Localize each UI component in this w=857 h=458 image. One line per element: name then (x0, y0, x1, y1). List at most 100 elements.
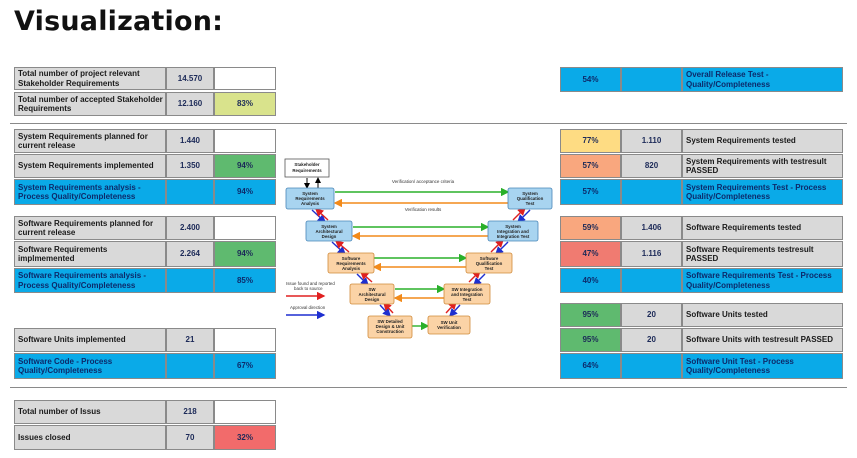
approval-arrow (379, 304, 391, 318)
sys-req-box: System Requirements Analysis (285, 187, 335, 210)
sw-req-planned-label: Software Requirements planned for curren… (14, 216, 166, 240)
svg-text:System: System (505, 224, 521, 229)
issues-total-pct (214, 400, 276, 424)
legend-issue-label: Issue found and reported (286, 281, 335, 286)
svg-text:Architectural: Architectural (315, 229, 342, 234)
sw-req-implemented-value: 2.264 (166, 241, 214, 267)
sw-req-tested-label: Software Requirements tested (682, 216, 843, 240)
sw-req-test-quality-label: Software Requirements Test - Process Qua… (682, 268, 843, 293)
issue-arrow (383, 301, 394, 314)
v-model-diagram: Verification/ acceptance criteria Verifi… (284, 158, 553, 339)
sw-int-box: SW Integration and Integration Test (443, 283, 491, 305)
sw-req-implemented-pct: 94% (214, 241, 276, 267)
sw-req-analysis-quality-label: Software Requirements analysis - Process… (14, 268, 166, 293)
approval-arrow (517, 209, 531, 223)
issue-arrow (314, 208, 329, 221)
approval-arrow (356, 273, 369, 286)
svg-text:Qualification: Qualification (517, 196, 544, 201)
svg-text:Test: Test (463, 297, 472, 302)
sys-req-passed-value: 820 (621, 154, 682, 178)
svg-text:Construction: Construction (376, 329, 404, 334)
sw-units-implemented-value: 21 (166, 328, 214, 352)
sw-units-passed-pct: 95% (560, 328, 621, 352)
sw-code-quality-pct: 67% (214, 353, 276, 379)
svg-text:Verification: Verification (437, 325, 461, 330)
overall-release-test-label: Overall Release Test - Quality/Completen… (682, 67, 843, 92)
svg-text:Software: Software (480, 256, 499, 261)
sw-req-implemented-label: Software Requirements implmemented (14, 241, 166, 267)
svg-text:Analysis: Analysis (301, 201, 320, 206)
sw-units-tested-label: Software Units tested (682, 303, 843, 327)
sw-req-analysis-quality-value (166, 268, 214, 293)
sw-req-tested-pct: 59% (560, 216, 621, 240)
sw-units-implemented-label: Software Units implemented (14, 328, 166, 352)
svg-text:Requirements: Requirements (336, 261, 366, 266)
overall-release-test-pct: 54% (560, 67, 621, 92)
svg-text:SW Detailed: SW Detailed (377, 319, 403, 324)
approval-arrow (449, 304, 461, 318)
svg-text:System: System (321, 224, 337, 229)
svg-text:Analysis: Analysis (342, 266, 361, 271)
issue-arrow (490, 239, 504, 253)
sys-req-tested-value: 1.110 (621, 129, 682, 153)
svg-text:Requirements: Requirements (295, 196, 325, 201)
sw-unit-test-quality-value (621, 353, 682, 379)
svg-text:Requirements: Requirements (292, 168, 322, 173)
sw-req-passed-value: 1.116 (621, 241, 682, 267)
stakeholder-req-total-label: Total number of project relevant Stakeho… (14, 67, 166, 90)
sys-req-tested-label: System Requirements tested (682, 129, 843, 153)
sys-req-implemented-value: 1.350 (166, 154, 214, 178)
svg-text:Test: Test (526, 201, 535, 206)
sw-req-planned-pct (214, 216, 276, 240)
row-separator (10, 387, 847, 388)
page-title: Visualization: (14, 6, 224, 37)
issues-total-label: Total number of Issus (14, 400, 166, 424)
sys-req-test-quality-value (621, 179, 682, 205)
svg-text:Qualification: Qualification (476, 261, 503, 266)
sys-qual-box: System Qualification Test (507, 187, 553, 210)
issue-arrow (512, 207, 526, 221)
stakeholder-req-accepted-pct: 83% (214, 92, 276, 116)
svg-text:Software: Software (342, 256, 361, 261)
sw-unit-test-quality-pct: 64% (560, 353, 621, 379)
issues-closed-label: Issues closed (14, 425, 166, 450)
sys-req-implemented-label: System Requirements implemented (14, 154, 166, 178)
sys-req-tested-pct: 77% (560, 129, 621, 153)
sw-code-quality-value (166, 353, 214, 379)
sw-req-box: Software Requirements Analysis (327, 252, 375, 274)
issues-closed-value: 70 (166, 425, 214, 450)
sw-req-test-quality-pct: 40% (560, 268, 621, 293)
sys-arch-box: System Architectural Design (305, 220, 353, 242)
svg-text:Test: Test (485, 266, 494, 271)
svg-text:SW Unit: SW Unit (441, 320, 458, 325)
approval-arrow (495, 241, 509, 255)
sw-req-tested-value: 1.406 (621, 216, 682, 240)
row-separator (10, 123, 847, 124)
results-label: Verification results (405, 207, 442, 212)
svg-text:SW: SW (368, 287, 376, 292)
sys-req-analysis-quality-pct: 94% (214, 179, 276, 205)
issues-closed-pct: 32% (214, 425, 276, 450)
sw-arch-box: SW Architectural Design (349, 283, 395, 305)
sw-units-passed-label: Software Units with testresult PASSED (682, 328, 843, 352)
sw-req-planned-value: 2.400 (166, 216, 214, 240)
sys-req-test-quality-label: System Requirements Test - Process Quali… (682, 179, 843, 205)
stakeholder-req-accepted-value: 12.160 (166, 92, 214, 116)
sw-unit-test-quality-label: Software Unit Test - Process Quality/Com… (682, 353, 843, 379)
sys-req-planned-pct (214, 129, 276, 153)
svg-text:and Integration: and Integration (451, 292, 483, 297)
issue-arrow (334, 240, 350, 253)
sw-req-test-quality-value (621, 268, 682, 293)
stakeholder-req-total-value: 14.570 (166, 67, 214, 90)
overall-release-test-value (621, 67, 682, 92)
sw-units-tested-pct: 95% (560, 303, 621, 327)
sys-req-implemented-pct: 94% (214, 154, 276, 178)
stakeholder-req-accepted-label: Total number of accepted Stakeholder Req… (14, 92, 166, 116)
sys-req-passed-label: System Requirements with testresult PASS… (682, 154, 843, 178)
sw-qual-box: Software Qualification Test (465, 252, 513, 274)
sys-req-passed-pct: 57% (560, 154, 621, 178)
sys-req-planned-label: System Requirements planned for current … (14, 129, 166, 153)
sw-units-passed-value: 20 (621, 328, 682, 352)
issues-total-value: 218 (166, 400, 214, 424)
approval-arrow (473, 273, 486, 286)
